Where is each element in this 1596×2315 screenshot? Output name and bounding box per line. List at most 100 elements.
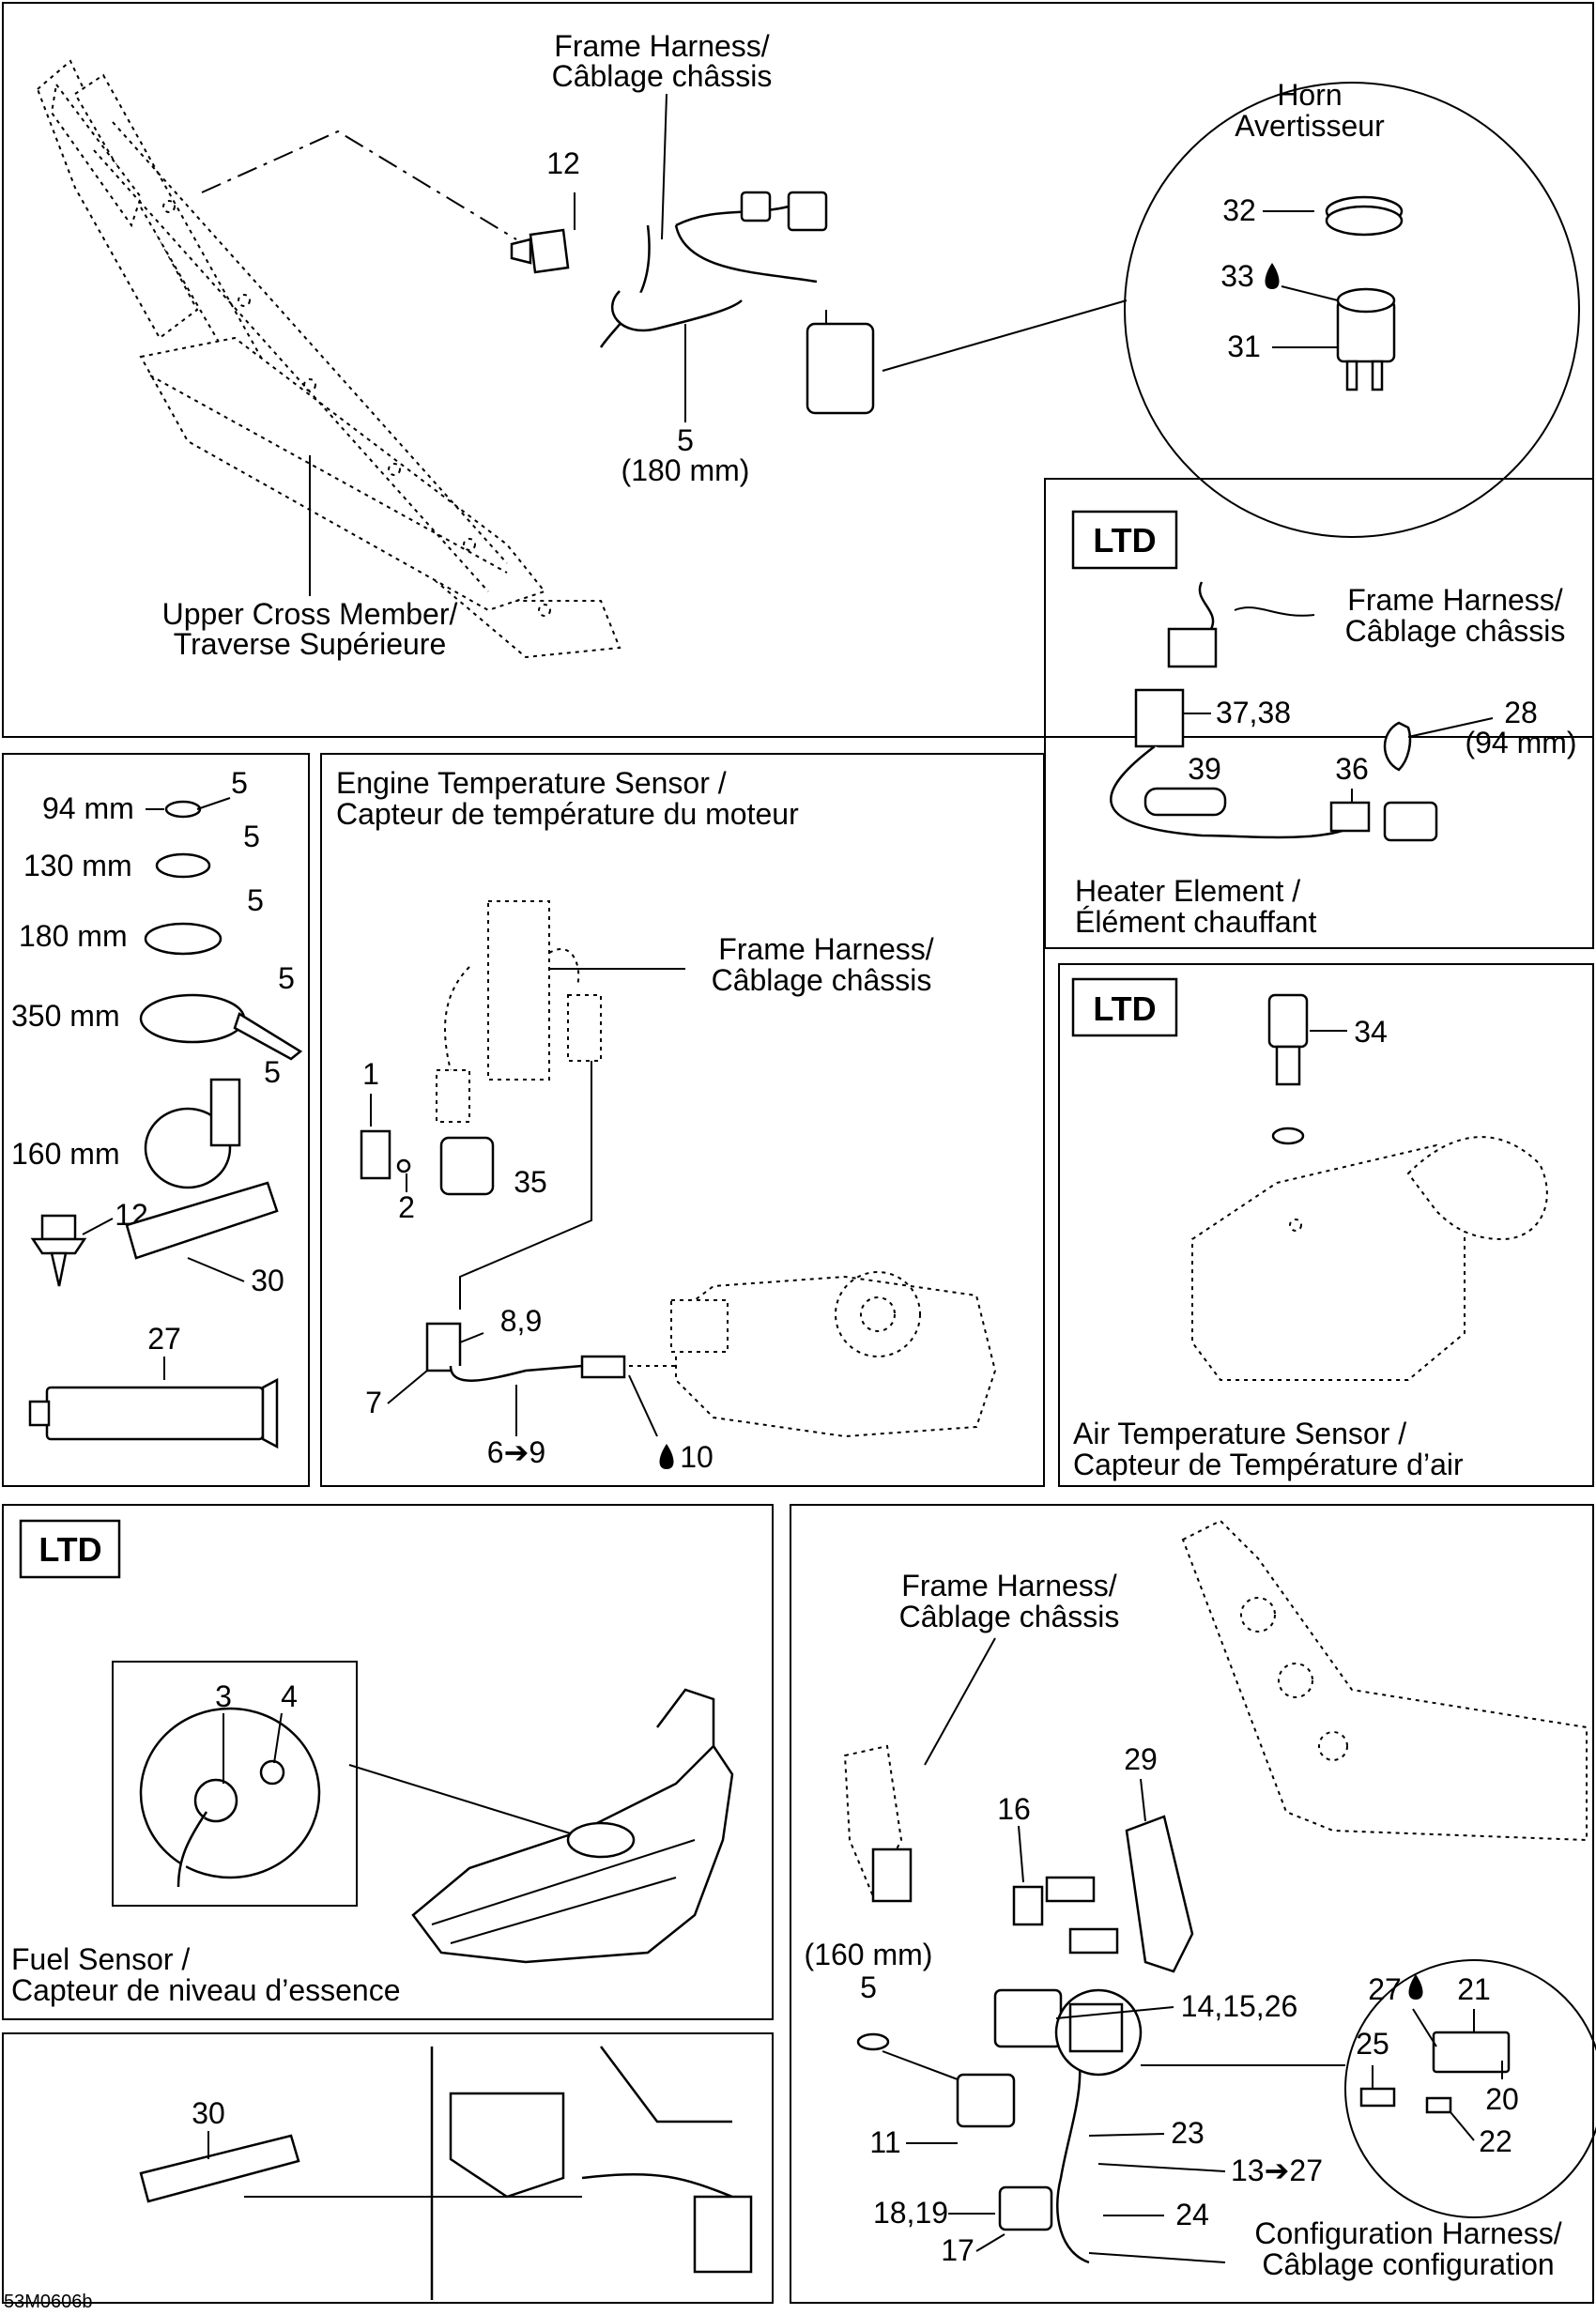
document-ref: 53M0606b xyxy=(4,2292,93,2312)
ltd-badge-fuel xyxy=(19,1519,121,1579)
edge-frame-drawing xyxy=(430,2046,753,2300)
engine-temp-callout-clip: 1 xyxy=(362,1057,379,1091)
fuse-callout-box: 21 xyxy=(1457,1972,1491,2006)
tie-94-callout: 5 xyxy=(231,766,248,800)
config-callout-relay-set: 14,15,26 xyxy=(1181,1989,1298,2023)
fuel-callout-4: 4 xyxy=(281,1679,298,1713)
config-tie-part xyxy=(856,2032,890,2051)
edge-trim-part-2 xyxy=(139,2134,300,2203)
panel-engine-temp: Engine Temperature Sensor / Capteur de t… xyxy=(320,753,1045,1487)
air-temp-caption-line2: Capteur de Température d’air xyxy=(1073,1448,1464,1481)
heater-callout-tie: 28 xyxy=(1504,696,1538,729)
horn-callout-32: 32 xyxy=(1222,193,1256,227)
fuse-detail-circle xyxy=(1344,1959,1596,2218)
fuse-parts xyxy=(1359,1974,1511,2114)
config-callout-plug: 18,19 xyxy=(873,2196,948,2230)
engine-temp-frame-harness-line2: Câblage châssis xyxy=(712,963,932,997)
edge-callout: 30 xyxy=(192,2096,225,2130)
horn-detail-circle xyxy=(1124,82,1580,538)
frame-harness-drawing xyxy=(599,191,875,415)
engine-temp-title-line2: Capteur de température du moteur xyxy=(336,797,799,831)
panel-edge: 30 xyxy=(2,2032,774,2304)
upper-cross-member-line2: Traverse Supérieure xyxy=(174,627,447,661)
frame-harness-label-line1: Frame Harness/ xyxy=(554,29,770,63)
engine-temp-title-line1: Engine Temperature Sensor / xyxy=(336,766,727,800)
horn-parts xyxy=(1265,195,1404,391)
horn-title-line1: Horn xyxy=(1277,78,1342,112)
config-callout-socket: 17 xyxy=(941,2233,974,2267)
fuel-tank-drawing xyxy=(411,1688,734,1964)
upper-cross-member-line1: Upper Cross Member/ xyxy=(162,597,458,631)
panel-border xyxy=(2,2,1594,738)
panel-air-temp: LTD 34 Air Temperature Sensor / Capteur … xyxy=(1058,963,1594,1487)
edge-trim-part xyxy=(125,1181,279,1260)
tie-180-callout: 5 xyxy=(247,883,264,917)
fuse-callout-grease: 27 xyxy=(1368,1972,1402,2006)
tie-130-callout: 5 xyxy=(243,820,260,853)
engine-temp-callout-screw: 2 xyxy=(398,1190,415,1224)
config-frame-drawing xyxy=(843,1519,1588,1973)
air-temp-parts xyxy=(1191,993,1548,1381)
engine-temp-callout-harness: 7 xyxy=(365,1386,382,1419)
tie-160-size: 160 mm xyxy=(11,1137,120,1171)
fuse-callout-fuse: 25 xyxy=(1356,2027,1389,2061)
heater-frame-harness-line2: Câblage châssis xyxy=(1345,614,1566,648)
heater-tie-size: (94 mm) xyxy=(1465,726,1576,759)
air-temp-caption-line1: Air Temperature Sensor / xyxy=(1073,1417,1406,1450)
engine-temp-callout-range: 6➔9 xyxy=(487,1435,545,1469)
panel-fuel: LTD 3 4 Fuel Sensor / Capteur de niveau … xyxy=(2,1504,774,2020)
engine-temp-callout-sensor: 10 xyxy=(680,1440,714,1474)
config-frame-harness-line1: Frame Harness/ xyxy=(901,1569,1117,1602)
engine-temp-harness-drawing xyxy=(360,900,997,1438)
heater-callout-connector: 37,38 xyxy=(1216,696,1291,729)
tie-94-size: 94 mm xyxy=(42,791,134,825)
ltd-badge-fuel-text: LTD xyxy=(38,1530,101,1569)
config-harness-drawing xyxy=(882,1988,1143,2264)
fuse-callout-cover: 22 xyxy=(1479,2124,1512,2158)
screw-12-part xyxy=(30,1214,87,1287)
heater-callout-element: 39 xyxy=(1188,752,1221,786)
ltd-badge-air xyxy=(1071,977,1178,1037)
frame-drawing xyxy=(36,59,622,659)
fuel-caption-line1: Fuel Sensor / xyxy=(11,1942,190,1976)
grease-tube-part xyxy=(28,1377,279,1449)
screw-callout: 12 xyxy=(546,146,580,180)
tie-350-size: 350 mm xyxy=(11,999,120,1033)
tie-callout: 5 xyxy=(677,423,694,457)
ltd-badge-heater-text: LTD xyxy=(1093,521,1156,560)
horn-title-line2: Avertisseur xyxy=(1235,109,1385,143)
panel-frame-horn: 12 Frame Harness/ Câblage châssis 5 (180… xyxy=(2,2,1594,738)
heater-frame-harness-line1: Frame Harness/ xyxy=(1347,583,1563,617)
config-callout-relay: 11 xyxy=(869,2125,900,2159)
heater-parts xyxy=(1110,581,1438,842)
config-callout-cable: 23 xyxy=(1171,2116,1205,2150)
heater-caption-line2: Élément chauffant xyxy=(1075,905,1316,939)
heater-callout-pad: 36 xyxy=(1335,752,1369,786)
engine-temp-callout-conn: 8,9 xyxy=(500,1304,542,1338)
config-caption-line1: Configuration Harness/ xyxy=(1254,2216,1561,2250)
tie-350-callout: 5 xyxy=(278,961,295,995)
horn-callout-31: 31 xyxy=(1227,330,1261,363)
panel-heater: LTD Frame Harness/ Câblage châssis 37,38… xyxy=(1044,478,1594,949)
config-frame-harness-line2: Câblage châssis xyxy=(899,1600,1120,1633)
air-temp-callout: 34 xyxy=(1354,1015,1388,1049)
tie-160-callout: 5 xyxy=(264,1055,281,1089)
config-callout-harness: 24 xyxy=(1175,2198,1209,2231)
config-caption-line2: Câblage configuration xyxy=(1262,2247,1554,2281)
config-callout-clip: 16 xyxy=(997,1792,1031,1826)
mounting-bracket xyxy=(1125,1815,1194,1973)
ties-edge-callout: 30 xyxy=(251,1264,284,1297)
frame-harness-label-line2: Câblage châssis xyxy=(552,59,773,93)
ltd-badge-heater xyxy=(1071,510,1178,570)
heater-caption-line1: Heater Element / xyxy=(1075,874,1300,908)
fuse-callout-base: 20 xyxy=(1485,2082,1519,2116)
screw-part xyxy=(510,192,575,274)
horn-callout-33: 33 xyxy=(1220,259,1254,293)
tie-130-size: 130 mm xyxy=(23,849,132,882)
config-callout-bracket: 29 xyxy=(1124,1742,1158,1776)
config-callout-tie: 5 xyxy=(860,1970,877,2004)
panel-config: Frame Harness/ Câblage châssis 29 16 (16… xyxy=(790,1504,1596,2304)
ties-tube-callout: 27 xyxy=(147,1322,181,1356)
fuel-callout-3: 3 xyxy=(215,1679,232,1713)
